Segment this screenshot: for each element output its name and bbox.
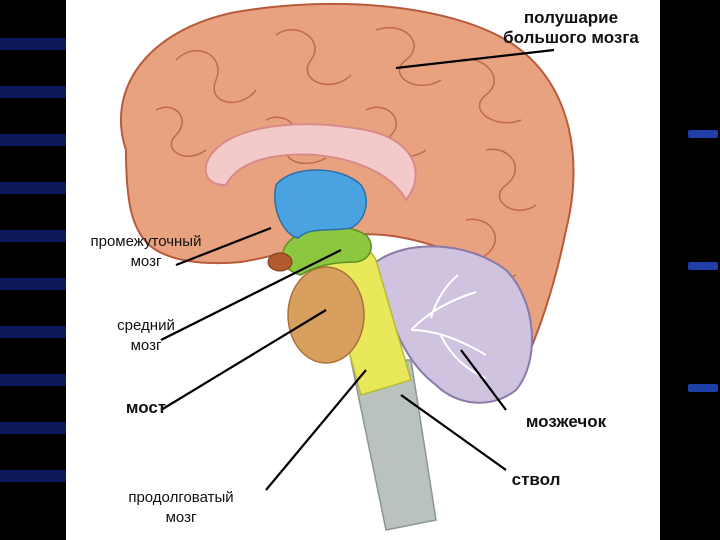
brain-diagram: полушарие большого мозга промежуточный м…: [66, 0, 660, 540]
medulla-label: продолговатый мозг: [96, 488, 266, 528]
right-mark: [688, 262, 718, 270]
hemisphere-label-line2: большого мозга: [496, 28, 646, 48]
left-bar: [0, 230, 66, 242]
pituitary: [268, 253, 292, 271]
pons-label-text: мост: [106, 398, 186, 418]
diencephalon-label-line2: мозг: [66, 252, 226, 272]
left-bar: [0, 134, 66, 146]
brainstem-label: ствол: [496, 470, 576, 490]
medulla-label-line2: мозг: [96, 508, 266, 528]
left-bar: [0, 374, 66, 386]
left-bar: [0, 326, 66, 338]
cerebellum-label: мозжечок: [506, 412, 626, 432]
midbrain-label-line1: средний: [86, 316, 206, 336]
right-mark: [688, 130, 718, 138]
hemisphere-label: полушарие большого мозга: [496, 8, 646, 48]
left-bar: [0, 182, 66, 194]
left-bar: [0, 38, 66, 50]
pons-label: мост: [106, 398, 186, 418]
left-decoration: [0, 0, 66, 540]
cerebellum-label-text: мозжечок: [506, 412, 626, 432]
right-mark: [688, 384, 718, 392]
diencephalon: [275, 170, 366, 238]
medulla-label-line1: продолговатый: [96, 488, 266, 508]
right-decoration: [660, 0, 720, 540]
left-bar: [0, 470, 66, 482]
midbrain-label-line2: мозг: [86, 336, 206, 356]
left-bar: [0, 422, 66, 434]
left-bar: [0, 278, 66, 290]
diencephalon-label: промежуточный мозг: [66, 232, 226, 272]
hemisphere-label-line1: полушарие: [496, 8, 646, 28]
pons-body: [288, 267, 364, 363]
brainstem-label-text: ствол: [496, 470, 576, 490]
midbrain-label: средний мозг: [86, 316, 206, 356]
diencephalon-label-line1: промежуточный: [66, 232, 226, 252]
left-bar: [0, 86, 66, 98]
